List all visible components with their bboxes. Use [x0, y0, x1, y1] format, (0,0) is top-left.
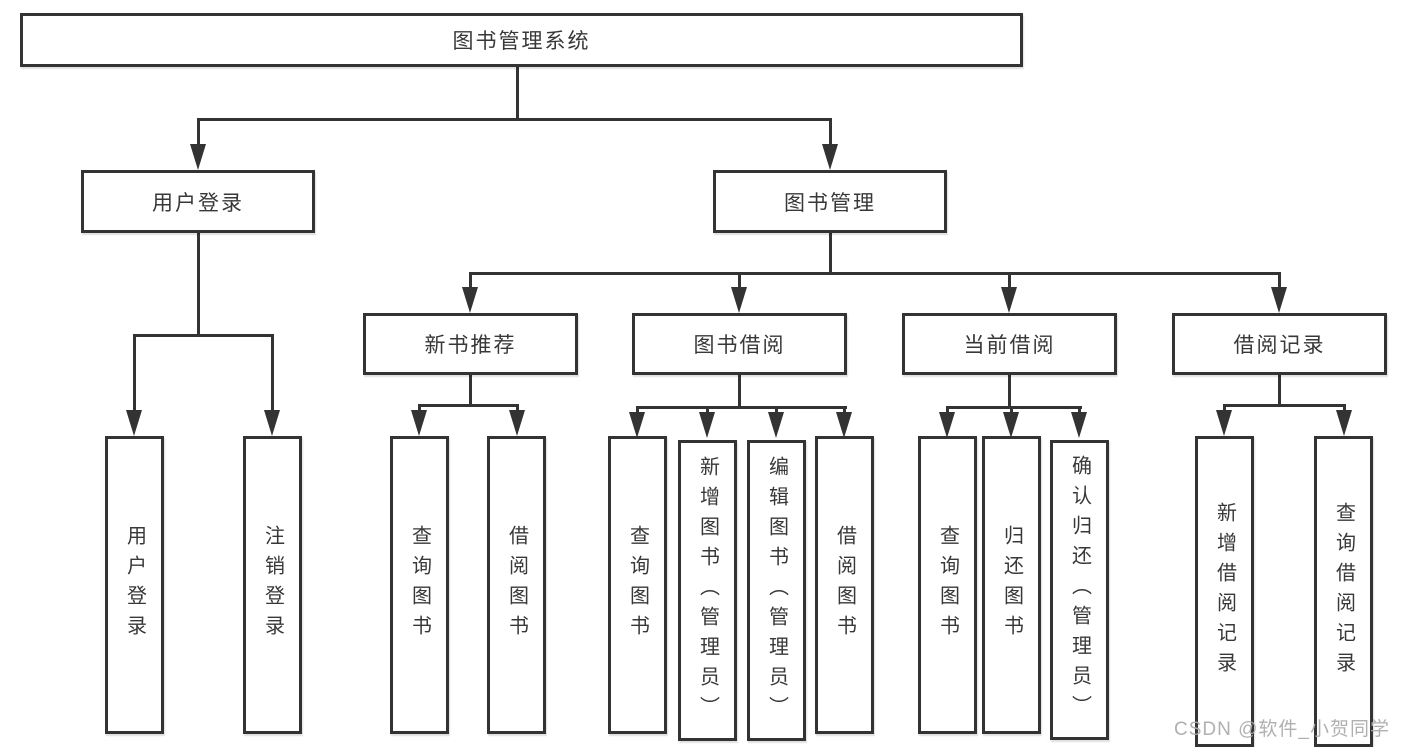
connector-segment [1278, 373, 1281, 406]
node-label: 借阅图书 [833, 525, 856, 645]
leaf-add-books-admin: 新增图书（管理员） [678, 440, 737, 741]
arrow-down-icon [1271, 287, 1287, 313]
connector-segment [469, 272, 472, 290]
node-label: 注销登录 [261, 525, 284, 645]
node-label: 确认归还（管理员） [1068, 455, 1091, 725]
arrow-down-icon [1336, 410, 1352, 436]
node-label: 新书推荐 [424, 334, 517, 357]
connector-segment [133, 334, 136, 414]
node-borrowing-records: 借阅记录 [1172, 313, 1387, 375]
arrow-down-icon [731, 287, 747, 313]
connector-segment [469, 373, 472, 406]
connector-segment [1010, 406, 1013, 415]
connector-segment [197, 118, 200, 148]
connector-segment [516, 66, 519, 121]
connector-segment [706, 406, 709, 415]
connector-segment [1008, 373, 1011, 408]
node-label: 用户登录 [123, 525, 146, 645]
leaf-confirm-return-admin: 确认归还（管理员） [1050, 440, 1109, 740]
arrow-down-icon [699, 412, 715, 438]
node-label: 借阅记录 [1233, 334, 1326, 357]
connector-segment [1223, 404, 1226, 413]
leaf-query-books-borrowing: 查询图书 [608, 436, 667, 734]
leaf-query-books-current: 查询图书 [918, 436, 977, 734]
connector-segment [418, 404, 519, 407]
connector-segment [829, 233, 832, 275]
leaf-query-books-recommend: 查询图书 [390, 436, 449, 734]
arrow-down-icon [629, 412, 645, 438]
leaf-return-books: 归还图书 [982, 436, 1041, 734]
node-label: 当前借阅 [963, 334, 1056, 357]
leaf-borrow-books-recommend: 借阅图书 [487, 436, 546, 734]
node-label: 查询图书 [936, 525, 959, 645]
connector-segment [775, 406, 778, 415]
leaf-borrow-books-borrowing: 借阅图书 [815, 436, 874, 734]
connector-segment [1008, 272, 1011, 290]
connector-segment [738, 272, 741, 290]
arrow-down-icon [768, 412, 784, 438]
connector-segment [829, 118, 832, 148]
node-root: 图书管理系统 [20, 13, 1023, 67]
node-current-borrowing: 当前借阅 [902, 313, 1117, 375]
connector-segment [946, 406, 949, 415]
connector-segment [1278, 272, 1281, 290]
node-label: 查询图书 [626, 525, 649, 645]
connector-segment [738, 373, 741, 408]
connector-segment [197, 233, 200, 337]
node-book-management: 图书管理 [713, 170, 947, 233]
node-label: 图书管理 [784, 191, 876, 215]
leaf-add-borrow-record: 新增借阅记录 [1195, 436, 1254, 747]
connector-segment [271, 334, 274, 414]
node-label: 归还图书 [1000, 525, 1023, 645]
node-label: 借阅图书 [505, 525, 528, 645]
node-new-book-recommendation: 新书推荐 [363, 313, 578, 375]
connector-segment [1078, 406, 1081, 415]
node-label: 图书管理系统 [452, 30, 591, 53]
arrow-down-icon [411, 410, 427, 436]
connector-segment [516, 404, 519, 413]
arrow-down-icon [462, 287, 478, 313]
watermark: CSDN @软件_小贺同学 [1174, 719, 1390, 740]
arrow-down-icon [822, 144, 838, 170]
connector-segment [197, 118, 832, 121]
leaf-logout: 注销登录 [243, 436, 302, 734]
arrow-down-icon [1001, 287, 1017, 313]
node-label: 图书借阅 [693, 334, 786, 357]
leaf-query-borrow-record: 查询借阅记录 [1314, 436, 1373, 747]
arrow-down-icon [1216, 410, 1232, 436]
connector-segment [418, 404, 421, 413]
arrow-down-icon [836, 412, 852, 438]
node-user-login: 用户登录 [81, 170, 315, 233]
node-label: 新增图书（管理员） [696, 455, 719, 726]
node-label: 新增借阅记录 [1213, 501, 1236, 682]
connector-segment [133, 334, 274, 337]
arrow-down-icon [939, 412, 955, 438]
arrow-down-icon [190, 144, 206, 170]
arrow-down-icon [1071, 412, 1087, 438]
leaf-edit-books-admin: 编辑图书（管理员） [747, 440, 806, 741]
connector-segment [636, 406, 639, 415]
arrow-down-icon [1003, 412, 1019, 438]
node-label: 查询图书 [408, 525, 431, 645]
node-label: 查询借阅记录 [1332, 501, 1355, 682]
connector-segment [469, 272, 1281, 275]
leaf-user-login: 用户登录 [105, 436, 164, 734]
connector-segment [946, 406, 1082, 409]
connector-segment [1343, 404, 1346, 413]
arrow-down-icon [509, 410, 525, 436]
connector-segment [1223, 404, 1346, 407]
arrow-down-icon [264, 410, 280, 436]
node-label: 用户登录 [152, 191, 244, 215]
connector-segment [636, 406, 847, 409]
node-label: 编辑图书（管理员） [765, 455, 788, 726]
node-book-borrowing: 图书借阅 [632, 313, 847, 375]
arrow-down-icon [126, 410, 142, 436]
connector-segment [843, 406, 846, 415]
